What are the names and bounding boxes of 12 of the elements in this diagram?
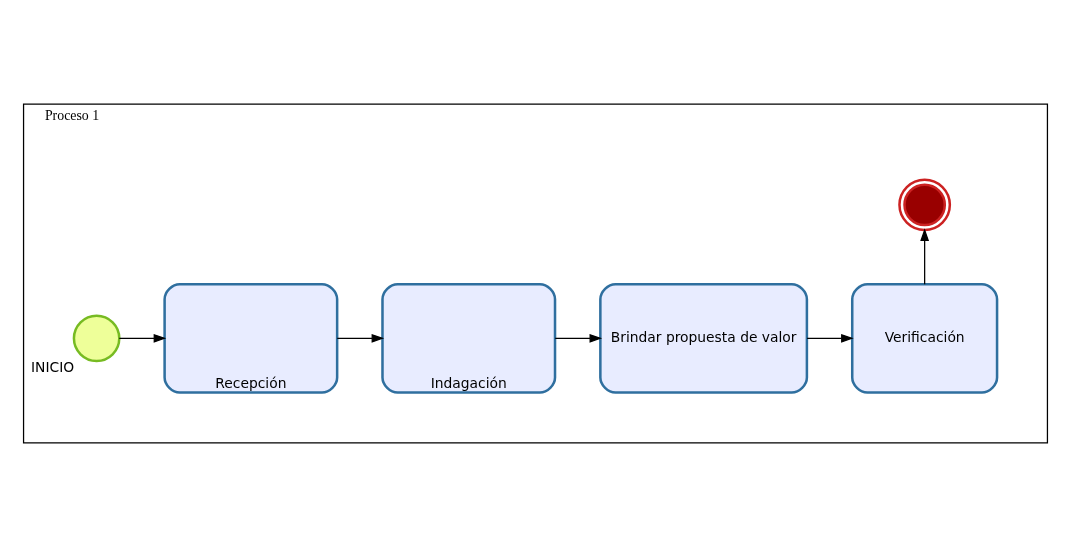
node-box: Recepción <box>163 282 339 394</box>
node-box: Indagación <box>381 282 557 394</box>
node-box: Brindar propuesta de valor <box>599 282 809 394</box>
arrow <box>118 333 167 343</box>
node-circle <box>898 177 952 231</box>
arrow <box>806 333 854 343</box>
arrow <box>554 333 603 343</box>
node-circle <box>72 313 121 362</box>
arrow <box>336 333 385 343</box>
node-label: INICIO <box>30 358 75 375</box>
node-box: Verificación <box>851 282 999 394</box>
arrow <box>920 227 930 285</box>
